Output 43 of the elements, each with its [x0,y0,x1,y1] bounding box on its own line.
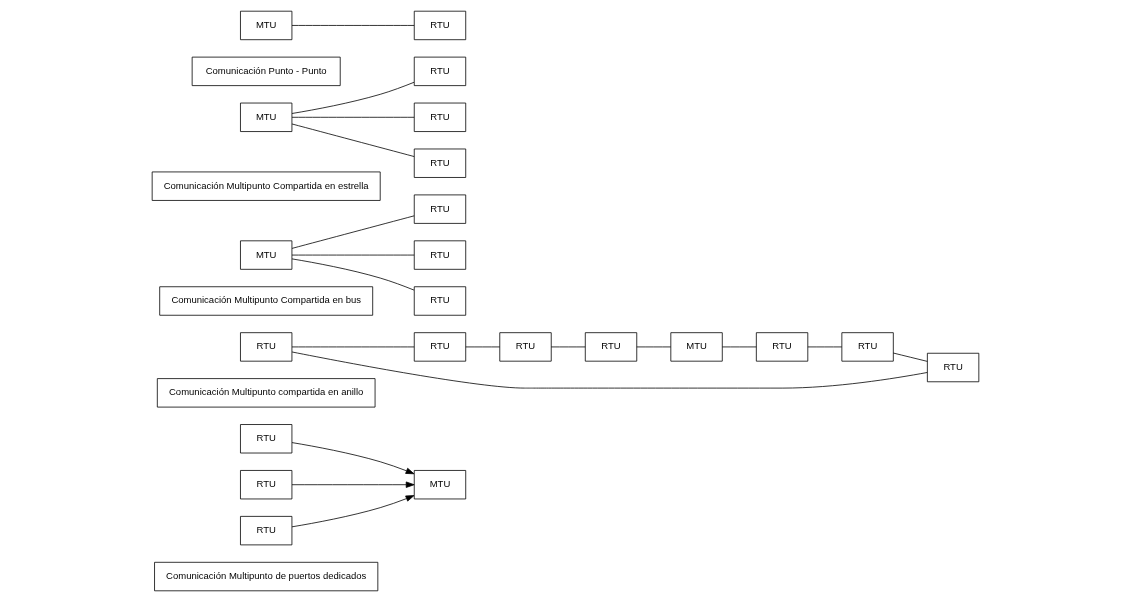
node-box: RTU [413,286,466,316]
connector [291,351,928,389]
connector [806,346,842,348]
arrow [291,442,414,475]
node-box: RTU [413,10,466,41]
node-box: MTU [669,332,723,362]
connector [892,352,928,362]
arrow [291,481,415,488]
node-box: Comunicación Multipunto compartida en anillo [156,378,375,408]
node-box: RTU [413,332,466,362]
node-box: MTU [239,240,292,270]
node-box: MTU [413,470,466,500]
connector [291,215,415,249]
connector [291,116,415,118]
connector [291,81,414,114]
node-box: RTU [239,332,292,362]
node-box: RTU [239,470,292,500]
arrow [291,495,414,528]
connector [464,346,500,348]
node-box: RTU [584,332,637,362]
connector [635,346,671,348]
node-box: RTU [413,148,466,178]
node-box: Comunicación Multipunto Compartida en estrella [151,171,381,201]
node-box: RTU [413,240,466,270]
connector [550,346,586,348]
node-box: RTU [926,352,979,383]
node-box: Comunicación Multipunto de puertos dedicados [153,561,378,592]
connector [291,25,415,26]
connector [721,346,757,348]
node-box: RTU [498,332,552,362]
connector [291,123,415,157]
node-box: RTU [413,56,466,86]
node-box: RTU [239,424,292,454]
node-box: MTU [239,10,292,41]
connector [291,258,414,291]
node-box: RTU [413,194,466,224]
node-box: RTU [413,102,466,132]
node-box: RTU [840,332,894,362]
node-box: Comunicación Multipunto Compartida en bus [158,286,373,316]
node-box: MTU [239,102,292,132]
node-box: RTU [239,516,292,546]
node-box: Comunicación Punto - Punto [191,56,341,86]
node-box: RTU [755,332,808,362]
